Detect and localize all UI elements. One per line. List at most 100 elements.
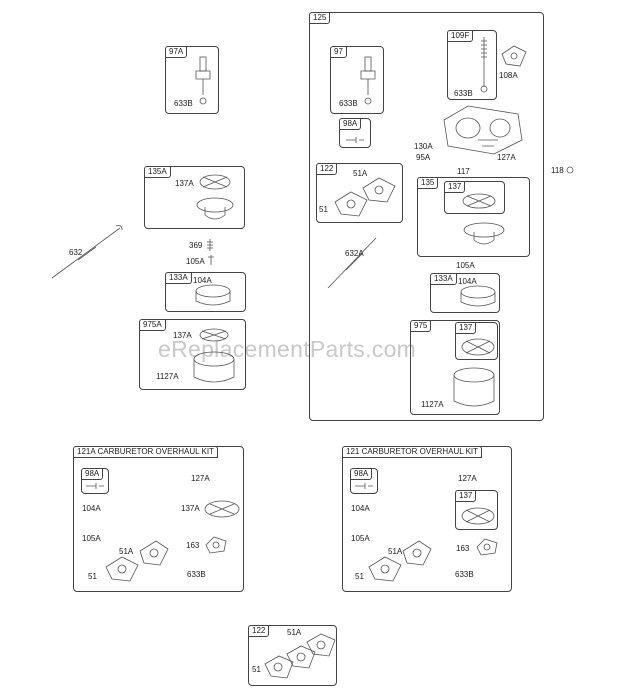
part-label-117: 117	[457, 167, 470, 176]
assembly-133A-right[interactable]: 133A 104A	[430, 273, 500, 313]
part-label: 51A	[388, 547, 403, 556]
part-label: 104A	[82, 504, 101, 513]
part-label: 633B	[339, 99, 358, 108]
bowl-icon	[460, 285, 496, 307]
part-label: 127A	[458, 474, 477, 483]
assembly-137[interactable]: 137	[444, 181, 505, 214]
assembly-tag: 109F	[447, 30, 474, 42]
part-label: 51	[88, 572, 97, 581]
kit-98A[interactable]: 98A	[350, 468, 378, 494]
carburetor-icon	[443, 105, 523, 155]
assembly-tag: 98A	[350, 468, 373, 480]
kit-tag: 121 CARBURETOR OVERHAUL KIT	[342, 446, 483, 458]
part-label: 127A	[191, 474, 210, 483]
assembly-tag: 122	[316, 163, 338, 175]
assembly-97[interactable]: 97 633B	[330, 46, 384, 114]
needle-valve-icon	[480, 37, 488, 93]
part-label: 633B	[454, 89, 473, 98]
float-icon	[463, 222, 505, 245]
assembly-tag: 133A	[430, 273, 457, 285]
kit-121[interactable]: 121 CARBURETOR OVERHAUL KIT 98A 127A 137…	[342, 446, 512, 592]
part-label: 105A	[82, 534, 101, 543]
part-label-127A: 127A	[497, 153, 516, 162]
part-label: 633B	[174, 99, 193, 108]
part-label-369: 369	[189, 241, 203, 250]
assembly-tag: 975A	[139, 319, 166, 331]
assembly-tag: 135A	[144, 166, 171, 178]
assembly-tag: 137	[455, 490, 477, 502]
part-label: 51A	[353, 169, 368, 178]
assembly-tag: 135	[417, 177, 439, 189]
assembly-98A[interactable]: 98A	[339, 118, 371, 148]
bowl-icon	[453, 367, 495, 407]
watermark: eReplacementParts.com	[158, 336, 417, 362]
assembly-135A[interactable]: 135A 137A	[144, 166, 245, 229]
spring-icon	[207, 239, 213, 251]
gasket-icon	[368, 540, 432, 582]
part-label: 163	[456, 544, 470, 553]
float-needle-icon	[360, 56, 376, 105]
governor-link-icon	[51, 225, 123, 279]
assembly-122-bottom[interactable]: 122 51A 51	[248, 625, 337, 686]
bowl-icon	[195, 284, 231, 306]
assembly-97A[interactable]: 97A 633B	[165, 46, 219, 114]
gasket-icon	[105, 540, 169, 582]
assembly-975[interactable]: 975 1127A	[410, 320, 500, 415]
part-label: 51	[355, 572, 364, 581]
part-label: 104A	[193, 276, 212, 285]
float-disc-icon	[461, 507, 495, 525]
kit-98A[interactable]: 98A	[81, 468, 109, 494]
part-label: 633B	[187, 570, 206, 579]
part-label: 1127A	[421, 400, 444, 409]
part-label: 163	[186, 541, 200, 550]
part-label: 51A	[119, 547, 134, 556]
assembly-122[interactable]: 122 51A 51	[316, 163, 403, 223]
gasket-icon	[334, 177, 396, 217]
assembly-133A[interactable]: 133A 104A	[165, 272, 246, 312]
part-label: 51	[252, 665, 261, 674]
gasket-icon	[501, 45, 527, 67]
screw-icon	[208, 255, 214, 265]
part-label-130A: 130A	[414, 142, 433, 151]
gasket-icon	[264, 633, 336, 679]
assembly-125[interactable]: 125	[309, 12, 544, 421]
float-disc-icon	[204, 500, 240, 518]
part-label-95A: 95A	[416, 153, 431, 162]
kit-137[interactable]: 137	[455, 490, 498, 530]
assembly-tag: 975	[410, 320, 432, 332]
assembly-135[interactable]: 135	[417, 177, 530, 257]
assembly-tag: 125	[309, 12, 331, 24]
part-label: 633B	[455, 570, 474, 579]
part-label: 104A	[351, 504, 370, 513]
part-label: 104A	[458, 277, 477, 286]
part-label-108A: 108A	[499, 71, 518, 80]
part-label-632A: 632A	[345, 249, 364, 258]
float-needle-icon	[195, 56, 211, 105]
assembly-tag: 98A	[339, 118, 362, 130]
part-label: 51	[319, 205, 328, 214]
assembly-tag: 133A	[165, 272, 192, 284]
part-label-105A: 105A	[186, 257, 205, 266]
assembly-tag: 98A	[81, 468, 104, 480]
assembly-tag: 122	[248, 625, 270, 637]
kit-121A[interactable]: 121A CARBURETOR OVERHAUL KIT 98A 127A 10…	[73, 446, 244, 592]
float-disc-icon	[461, 338, 495, 356]
assembly-tag: 137	[444, 181, 466, 193]
gasket-icon	[476, 538, 498, 556]
assembly-109F[interactable]: 109F 633B	[447, 30, 497, 100]
governor-link-icon	[327, 237, 377, 289]
screw-icon	[86, 483, 104, 489]
kit-tag: 121A CARBURETOR OVERHAUL KIT	[73, 446, 218, 458]
assembly-137-right[interactable]: 137	[455, 322, 498, 360]
float-bowl-icon	[193, 328, 235, 383]
part-label-632: 632	[69, 248, 83, 257]
washer-icon	[566, 166, 574, 174]
gasket-icon	[205, 536, 227, 554]
float-icon	[196, 174, 234, 220]
float-disc-icon	[462, 193, 496, 209]
part-label: 51A	[287, 628, 302, 637]
part-label: 137A	[175, 179, 194, 188]
assembly-tag: 137	[455, 322, 477, 334]
part-label-118: 118	[551, 166, 564, 175]
assembly-975A[interactable]: 975A 137A 1127A	[139, 319, 246, 390]
